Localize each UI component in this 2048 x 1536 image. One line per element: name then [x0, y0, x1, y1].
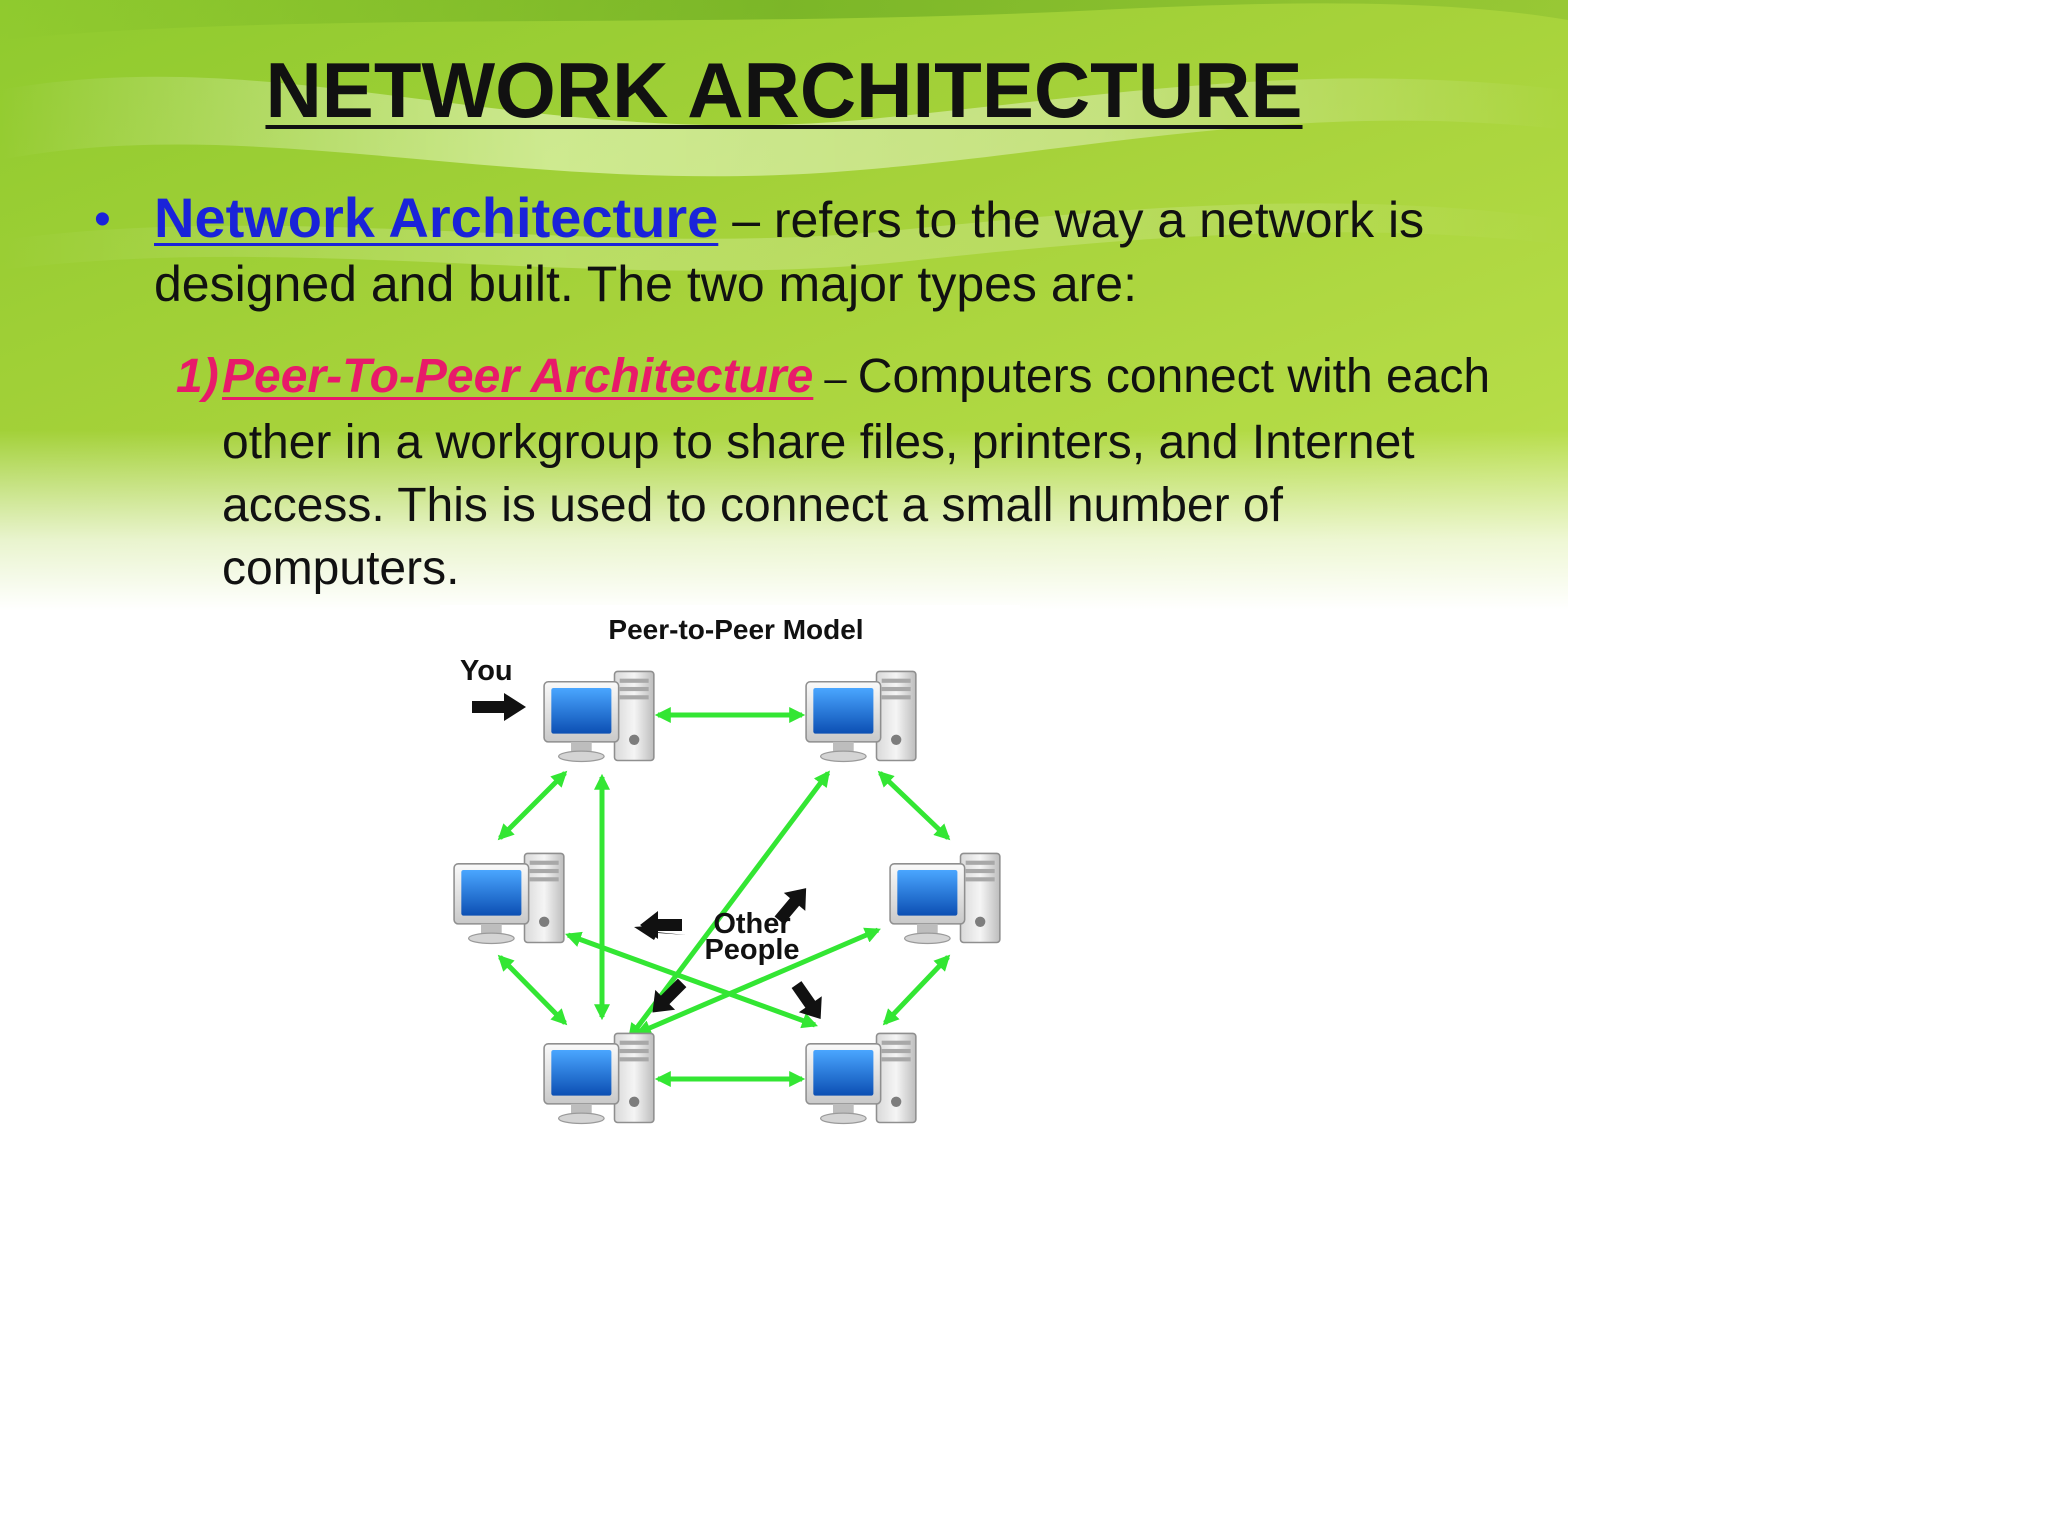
numbered-item: 1) Peer-To-Peer Architecture – Computers…: [176, 345, 1496, 600]
link-right-bottomleft: [635, 927, 881, 1036]
link-you-left: [497, 770, 568, 841]
other-people-arrow-icon: [791, 981, 822, 1020]
computer-left: [453, 852, 565, 945]
other-people-label-line1: Other: [713, 908, 790, 940]
diagram-title: Peer-to-Peer Model: [608, 614, 863, 645]
computer-bottom-left: [543, 1032, 655, 1125]
you-arrow-icon: [472, 693, 526, 721]
computer-bottom-right: [805, 1032, 917, 1125]
other-people-arrow-icon: [652, 978, 687, 1013]
peer-to-peer-diagram: Peer-to-Peer Model You Other People: [440, 605, 1020, 1150]
bullet-paragraph: Network Architecture – refers to the way…: [154, 186, 1504, 316]
link-topright-right: [877, 770, 951, 841]
other-people-arrow-icon: [640, 911, 682, 939]
bullet-icon: •: [94, 193, 111, 246]
slide: NETWORK ARCHITECTURE • Network Architect…: [0, 0, 1568, 1176]
computer-right: [889, 852, 1001, 945]
computer-top-right: [805, 670, 917, 763]
connection-arrows: [497, 706, 951, 1088]
item-term: Peer-To-Peer Architecture: [222, 350, 814, 403]
slide-title: NETWORK ARCHITECTURE: [265, 46, 1303, 134]
pointer-arrows: [472, 693, 822, 1020]
background-swoosh: [0, 0, 1568, 271]
item-number: 1): [176, 350, 219, 403]
computer-you: [543, 670, 655, 763]
link-left-bottomleft: [497, 954, 568, 1026]
item-dash: –: [813, 357, 858, 401]
you-label: You: [460, 655, 513, 687]
item-description: Computers connect with each other in a w…: [222, 350, 1491, 595]
bullet-term: Network Architecture: [154, 186, 719, 249]
bullet-description: – refers to the way a network is designe…: [154, 192, 1425, 312]
other-people-arrow-icon: [774, 888, 807, 925]
other-people-label-line2: People: [704, 934, 799, 966]
link-right-bottomright: [882, 954, 951, 1026]
